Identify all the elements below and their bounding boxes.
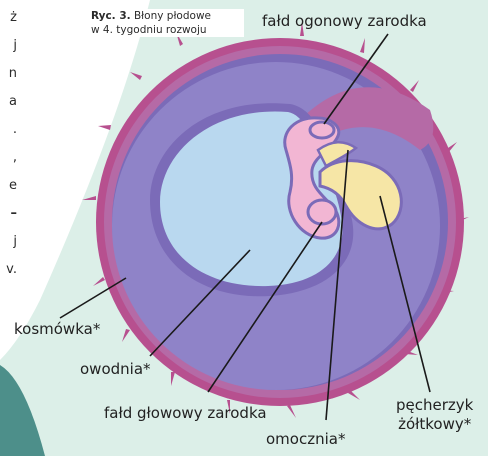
caption-text-line1: Błony płodowe [131, 10, 211, 22]
left-fragment: , [0, 150, 17, 165]
left-fragment: n [0, 66, 17, 81]
label-yolk-sac: pęcherzyk żółtkowy* [396, 396, 473, 434]
label-allantois: omocznia* [266, 430, 345, 448]
left-fragment: j [0, 38, 17, 53]
left-fragment: j [0, 234, 17, 249]
left-fragment: v. [0, 262, 17, 277]
caption-text-line2: w 4. tygodniu rozwoju [91, 24, 207, 36]
label-yolk-sac-line1: pęcherzyk [396, 396, 473, 414]
label-yolk-sac-line2: żółtkowy* [398, 415, 471, 433]
left-fragment: a [0, 94, 17, 109]
label-head-fold: fałd głowowy zarodka [104, 404, 267, 422]
left-text-column: ż j n a . , e – j v. [0, 0, 17, 300]
teal-corner-shape [0, 365, 45, 456]
caption-number: Ryc. 3. [91, 10, 131, 22]
label-amnion: owodnia* [80, 360, 151, 378]
label-tail-fold: fałd ogonowy zarodka [262, 12, 427, 30]
head-fold-bulge [308, 200, 336, 224]
left-fragment: e [0, 178, 17, 193]
left-fragment: – [0, 206, 17, 221]
left-fragment: . [0, 122, 17, 137]
left-fragment: ż [0, 10, 17, 25]
label-chorion: kosmówka* [14, 320, 100, 338]
figure-caption: Ryc. 3. Błony płodowe w 4. tygodniu rozw… [88, 9, 244, 37]
tail-fold-bulge [310, 122, 334, 138]
